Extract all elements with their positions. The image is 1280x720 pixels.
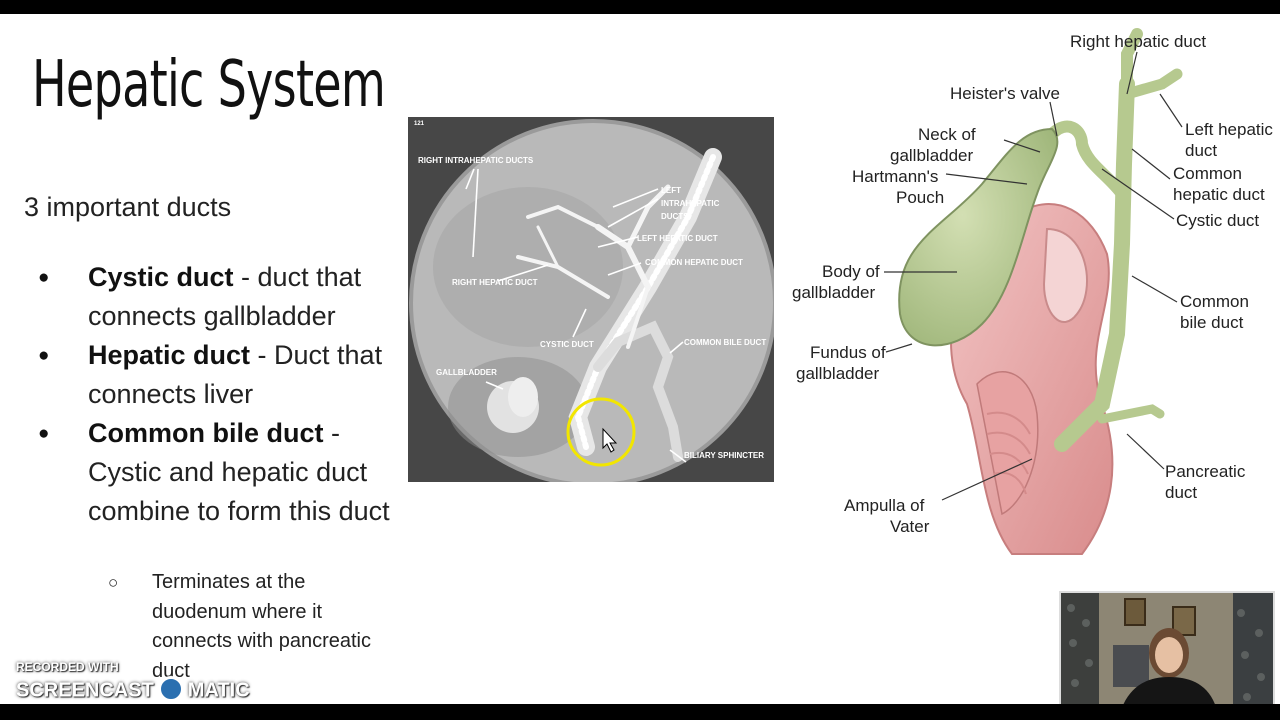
bullet-desc: - duct that connects gallbladder xyxy=(88,262,362,331)
bullet-term: Cystic duct xyxy=(88,262,234,292)
watermark-left: SCREENCAST xyxy=(16,679,154,702)
watermark-right: MATIC xyxy=(187,679,250,702)
label-fundus-2: gallbladder xyxy=(796,364,880,383)
slide-title: Hepatic System xyxy=(32,48,386,122)
label-body-1: Body of xyxy=(822,262,880,281)
anatomy-graphic: Right hepatic duct Heister's valve Neck … xyxy=(792,28,1273,555)
gallbladder-anatomy-diagram: Right hepatic duct Heister's valve Neck … xyxy=(782,14,1280,574)
duct-bullet-list: Cystic duct - duct that connects gallbla… xyxy=(36,258,396,531)
bullet-term: Hepatic duct xyxy=(88,340,251,370)
label-neck-1: Neck of xyxy=(918,125,976,144)
bullet-cystic-duct: Cystic duct - duct that connects gallbla… xyxy=(36,258,396,336)
xray-label-right-hepatic: RIGHT HEPATIC DUCT xyxy=(452,278,538,287)
label-common-hepatic-1: Common xyxy=(1173,164,1242,183)
label-heisters-valve: Heister's valve xyxy=(950,84,1060,103)
bullet-desc: - Cystic and hepatic duct combine to for… xyxy=(88,418,390,526)
bullet-common-bile-duct: Common bile duct - Cystic and hepatic du… xyxy=(36,414,396,531)
xray-label-left-intrahepatic-2: INTRAHEPATIC xyxy=(661,199,720,208)
label-neck-2: gallbladder xyxy=(890,146,974,165)
label-left-hepatic-2: duct xyxy=(1185,141,1217,160)
label-cystic-duct: Cystic duct xyxy=(1176,211,1259,230)
label-hartmann-1: Hartmann's xyxy=(852,167,938,186)
label-common-bile-2: bile duct xyxy=(1180,313,1244,332)
xray-label-common-bile: COMMON BILE DUCT xyxy=(684,338,766,347)
watermark-brand: SCREENCAST MATIC xyxy=(16,676,250,704)
xray-label-left-intrahepatic-1: LEFT xyxy=(661,186,681,195)
bullet-desc: - Duct that connects liver xyxy=(88,340,383,409)
label-pancreatic-1: Pancreatic xyxy=(1165,462,1246,481)
xray-corner-label: 121 xyxy=(414,121,425,127)
screencast-watermark: RECORDED WITH SCREENCAST MATIC xyxy=(16,660,256,704)
xray-label-left-intrahepatic-3: DUCTS xyxy=(661,212,689,221)
webcam-graphic xyxy=(1061,593,1273,704)
xray-label-left-hepatic: LEFT HEPATIC DUCT xyxy=(637,234,718,243)
label-common-hepatic-2: hepatic duct xyxy=(1173,185,1265,204)
sub-bullet: Terminates at the duodenum where it conn… xyxy=(108,568,402,686)
bullet-hepatic-duct: Hepatic duct - Duct that connects liver xyxy=(36,336,396,414)
label-body-2: gallbladder xyxy=(792,283,876,302)
xray-label-right-intrahepatic: RIGHT INTRAHEPATIC DUCTS xyxy=(418,156,534,165)
xray-label-gallbladder: GALLBLADDER xyxy=(436,368,497,377)
xray-label-biliary-sphincter: BILIARY SPHINCTER xyxy=(684,451,764,460)
cholangiogram-graphic: 121 RIGHT INTRAHEPATIC DUCTS LEFT INTRAH… xyxy=(408,117,774,482)
label-pancreatic-2: duct xyxy=(1165,483,1197,502)
cholangiogram-image: 121 RIGHT INTRAHEPATIC DUCTS LEFT INTRAH… xyxy=(408,117,774,482)
label-ampulla-2: Vater xyxy=(890,517,930,536)
label-common-bile-1: Common xyxy=(1180,292,1249,311)
screencast-logo-icon xyxy=(157,676,184,702)
label-left-hepatic-1: Left hepatic xyxy=(1185,120,1273,139)
slide: Hepatic System 3 important ducts Cystic … xyxy=(0,14,1280,704)
label-hartmann-2: Pouch xyxy=(896,188,944,207)
xray-label-common-hepatic: COMMON HEPATIC DUCT xyxy=(645,258,743,267)
slide-subtitle: 3 important ducts xyxy=(24,192,232,222)
label-right-hepatic-duct: Right hepatic duct xyxy=(1070,32,1206,51)
bullet-term: Common bile duct xyxy=(88,418,324,448)
label-ampulla-1: Ampulla of xyxy=(844,496,925,515)
xray-label-cystic: CYSTIC DUCT xyxy=(540,340,594,349)
watermark-recorded-with: RECORDED WITH xyxy=(16,660,119,674)
presenter-webcam xyxy=(1059,591,1275,704)
label-fundus-1: Fundus of xyxy=(810,343,886,362)
